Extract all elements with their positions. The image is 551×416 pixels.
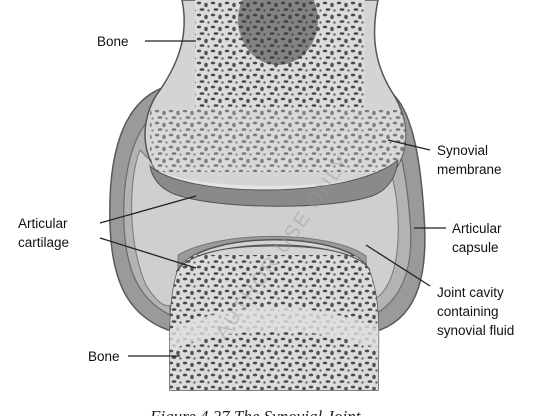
top-bone (144, 0, 407, 207)
leader-cartilage-1 (99, 195, 197, 224)
label-bone-bottom: Bone (88, 349, 120, 364)
bottom-bone (169, 239, 380, 391)
label-joint-cavity-line1: Joint cavity (437, 285, 504, 300)
label-synovial-membrane-line1: Synovial (437, 143, 488, 158)
leader-synovial-membrane (387, 139, 431, 151)
leader-joint-cavity (365, 244, 431, 287)
label-articular-capsule-line1: Articular (452, 221, 502, 236)
label-articular-cartilage-line2: cartilage (18, 235, 69, 250)
leader-cartilage-2 (99, 237, 197, 269)
label-joint-cavity-line2: containing (437, 304, 499, 319)
label-articular-cartilage-line1: Articular (18, 216, 68, 231)
figure-caption: Figure 4.27 The Synovial Joint (149, 407, 362, 416)
articular-cartilage-top (149, 158, 399, 207)
label-articular-capsule-line2: capsule (452, 240, 499, 255)
label-joint-cavity: Joint cavity containing synovial fluid (437, 285, 514, 338)
label-joint-cavity-line3: synovial fluid (437, 323, 514, 338)
articular-cartilage-bottom (175, 244, 371, 273)
label-synovial-membrane: Synovial membrane (437, 143, 502, 177)
label-articular-cartilage: Articular cartilage (18, 216, 71, 250)
label-articular-capsule: Articular capsule (452, 221, 505, 255)
label-bone-top: Bone (97, 34, 129, 49)
label-synovial-membrane-line2: membrane (437, 162, 502, 177)
